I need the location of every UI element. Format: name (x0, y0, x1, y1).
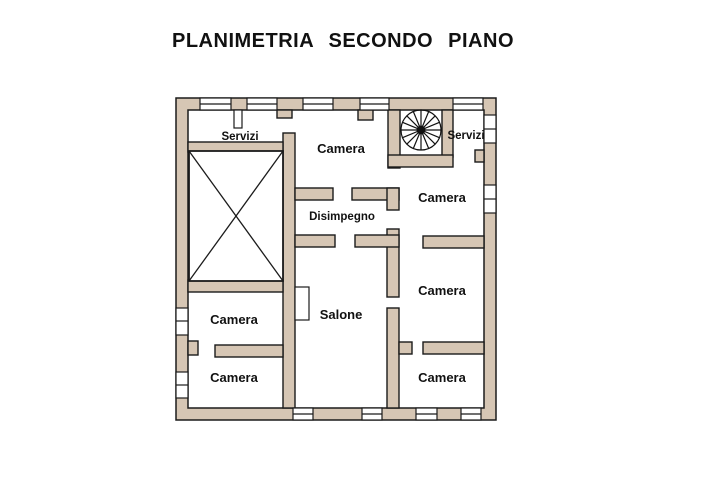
door-leaf-servizi (233, 109, 243, 129)
interior-wall (422, 341, 485, 355)
interior-wall (474, 149, 485, 163)
interior-wall (294, 187, 334, 201)
room-labels: Servizi Camera Servizi Camera Disimpegno… (210, 130, 484, 385)
room-label-camera-left-lower: Camera (210, 370, 258, 385)
room-label-salone: Salone (320, 307, 363, 322)
interior-wall (294, 234, 336, 248)
windows-left (175, 307, 189, 399)
interior-wall (276, 109, 293, 119)
interior-wall (422, 235, 485, 249)
room-label-servizi-left: Servizi (221, 131, 258, 143)
room-label-camera-left-upper: Camera (210, 312, 258, 327)
interior-wall (214, 344, 284, 358)
windows-bottom (292, 407, 482, 421)
light-well-cross-line (188, 150, 284, 282)
light-well (188, 150, 284, 282)
spiral-staircase-hub (416, 125, 426, 135)
spiral-staircase (400, 109, 442, 151)
door-leaf-salone (294, 286, 310, 321)
room-label-camera-right-middle: Camera (418, 283, 466, 298)
windows-right (483, 114, 497, 214)
interior-wall (387, 109, 401, 169)
interior-wall (398, 341, 413, 355)
interior-wall (282, 132, 296, 409)
room-label-disimpegno: Disimpegno (309, 211, 375, 223)
interior-wall (357, 109, 374, 121)
interior-walls (187, 109, 485, 409)
interior-wall (187, 340, 199, 356)
windows-top (199, 97, 484, 111)
page-title: PLANIMETRIA SECONDO PIANO (172, 30, 514, 52)
room-label-camera-right-upper: Camera (418, 190, 466, 205)
interior-wall (387, 154, 454, 168)
interior-wall (386, 307, 400, 409)
interior-wall (354, 234, 400, 248)
interior-wall (386, 187, 400, 211)
room-label-servizi-right: Servizi (447, 130, 484, 142)
room-label-camera-right-lower: Camera (418, 370, 466, 385)
room-label-camera-top: Camera (317, 141, 365, 156)
